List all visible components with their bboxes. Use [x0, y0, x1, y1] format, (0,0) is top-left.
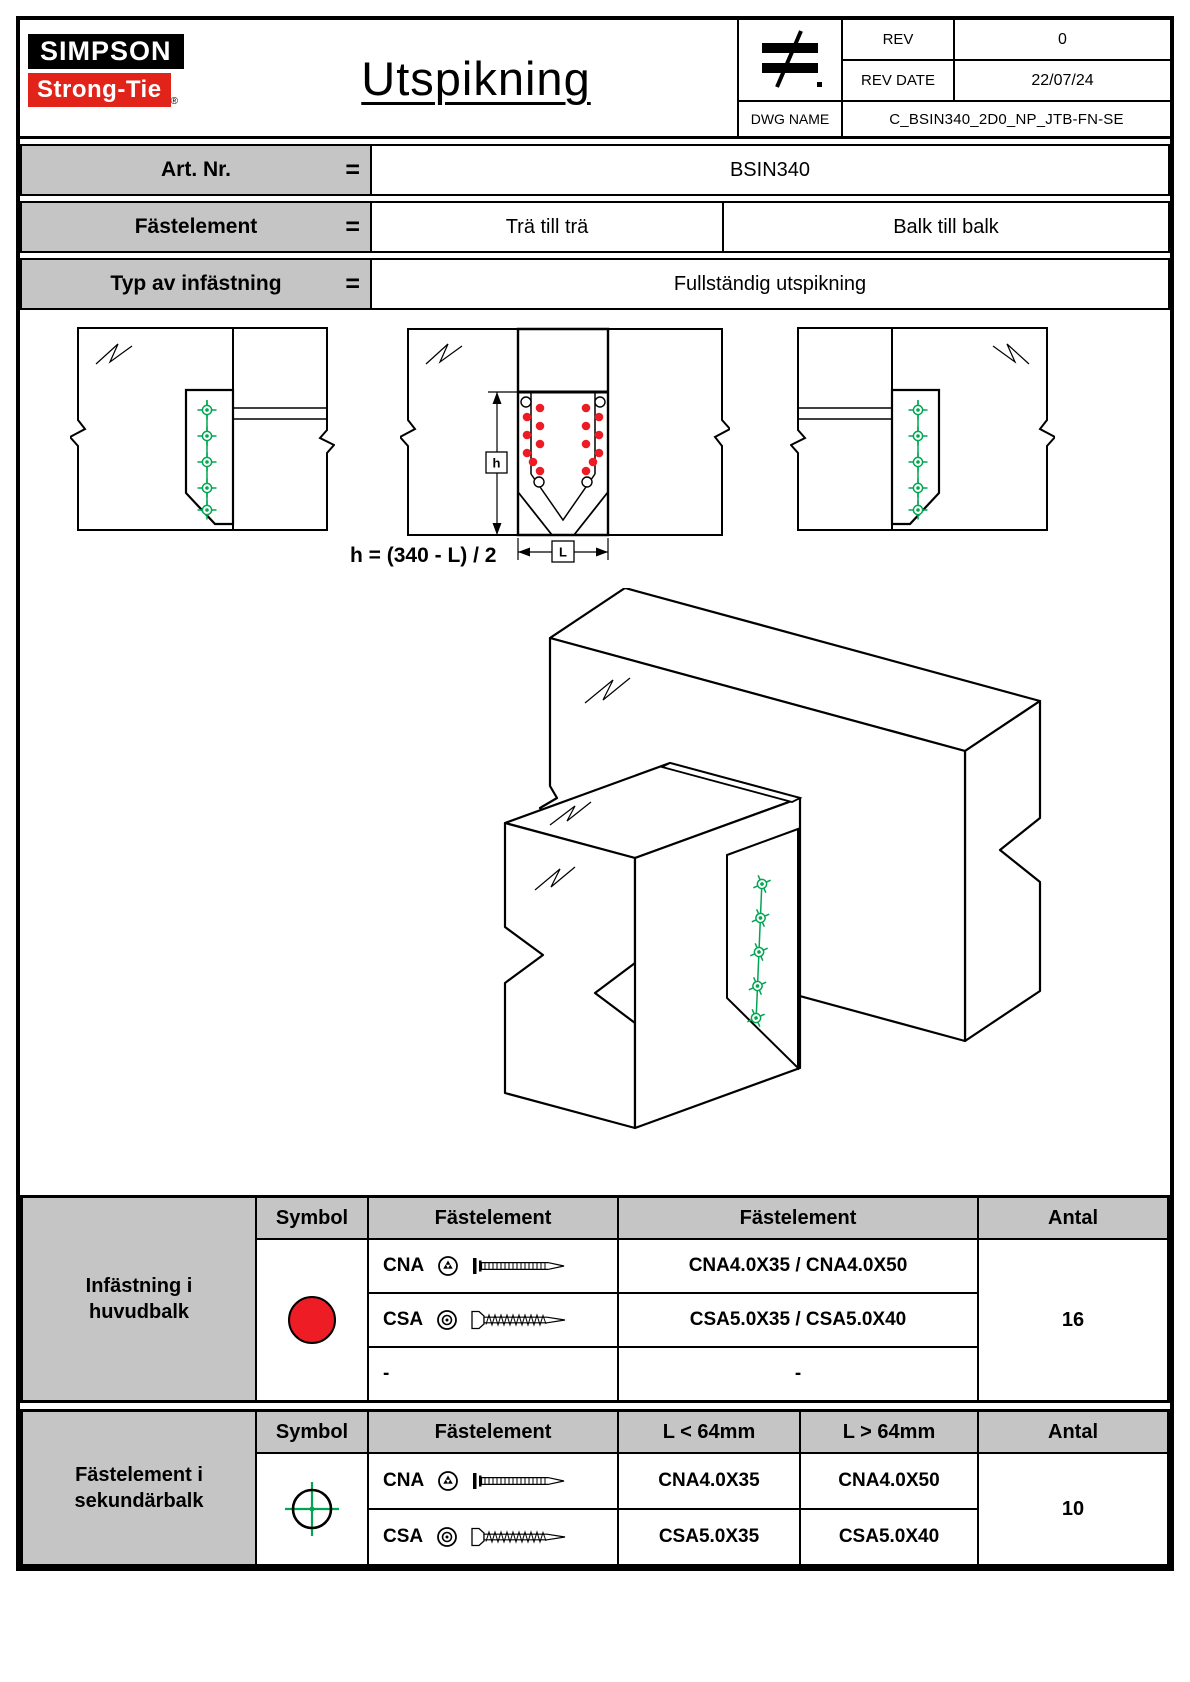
- fastener-cell-csa: CSA: [369, 1294, 617, 1346]
- fastener-label: Fästelement =: [22, 203, 372, 251]
- revision-block: REV 0 REV DATE 22/07/24 DWG NAME C_BSIN3…: [737, 20, 1170, 136]
- dwg-name-label: DWG NAME: [739, 102, 841, 136]
- col-header-fastener: Fästelement: [369, 1412, 617, 1452]
- csa-head-symbol-icon: [437, 1310, 458, 1330]
- title-cell: Utspikning: [215, 20, 737, 136]
- rev-date-value: 22/07/24: [955, 61, 1170, 100]
- fastener-value-cna: CNA4.0X35 / CNA4.0X50: [619, 1240, 977, 1292]
- main-beam-nail-symbol-icon: [288, 1296, 336, 1344]
- col-header-antal: Antal: [979, 1412, 1167, 1452]
- secondary-beam-table-label-text: Fästelement i sekundärbalk: [74, 1464, 204, 1512]
- secondary-beam-symbol-cell: [257, 1454, 367, 1564]
- type-label: Typ av infästning =: [22, 260, 372, 308]
- registered-mark: ®: [170, 96, 178, 107]
- dwg-name-value: C_BSIN340_2D0_NP_JTB-FN-SE: [843, 102, 1170, 136]
- cna-l-greater-value: CNA4.0X50: [801, 1454, 977, 1508]
- side-view-left-drawing: [70, 324, 335, 534]
- main-beam-table-label-text: Infästning i huvudbalk: [85, 1275, 193, 1323]
- logo-simpson: SIMPSON: [28, 34, 184, 69]
- logo-strongtie-row: Strong-Tie®: [28, 73, 215, 107]
- fastener-cell-empty: -: [369, 1348, 617, 1400]
- front-view-drawing: h L: [400, 327, 730, 563]
- fastener-value-right: Balk till balk: [722, 203, 1168, 251]
- col-header-symbol: Symbol: [257, 1412, 367, 1452]
- secondary-beam-antal-value: 10: [979, 1454, 1167, 1564]
- main-beam-nails: [522, 403, 604, 476]
- rev-label: REV: [843, 20, 953, 59]
- fastener-cell-csa: CSA: [369, 1510, 617, 1564]
- hanger-holes: [520, 396, 606, 488]
- title-block: SIMPSON Strong-Tie® Utspikning REV 0 REV…: [20, 20, 1170, 139]
- secondary-beam-table-label: Fästelement i sekundärbalk: [23, 1412, 255, 1564]
- fastener-code: -: [383, 1363, 390, 1384]
- type-row: Typ av infästning = Fullständig utspiknin…: [20, 258, 1170, 310]
- side-view-right-drawing: [790, 324, 1055, 534]
- csa-l-less-value: CSA5.0X35: [619, 1510, 799, 1564]
- type-label-text: Typ av infästning: [110, 272, 282, 295]
- projection-symbol-cell: [739, 20, 841, 100]
- csa-screw-drawing-icon: [471, 1310, 566, 1330]
- main-beam-table-label: Infästning i huvudbalk: [23, 1198, 255, 1400]
- col-header-antal: Antal: [979, 1198, 1167, 1238]
- drawing-canvas: h L h = (340 - L) / 2: [20, 310, 1170, 1195]
- fastener-code: CSA: [383, 1526, 424, 1547]
- type-value: Fullständig utspikning: [673, 272, 867, 295]
- art-nr-value: BSIN340: [729, 158, 811, 181]
- rev-date-label: REV DATE: [843, 61, 953, 100]
- equals-sign: =: [345, 212, 360, 241]
- fastener-label-text: Fästelement: [134, 215, 258, 238]
- cna-head-symbol-icon: [438, 1256, 459, 1276]
- main-beam-antal-value: 16: [979, 1240, 1167, 1400]
- cna-head-symbol-icon: [438, 1471, 459, 1491]
- art-nr-label-text: Art. Nr.: [160, 158, 231, 181]
- col-header-symbol: Symbol: [257, 1198, 367, 1238]
- dim-l-label: L: [559, 545, 567, 560]
- csa-l-greater-value: CSA5.0X40: [801, 1510, 977, 1564]
- art-nr-label: Art. Nr. =: [22, 146, 372, 194]
- col-header-l-greater: L > 64mm: [801, 1412, 977, 1452]
- fastener-cell-cna: CNA: [369, 1240, 617, 1292]
- cna-l-less-value: CNA4.0X35: [619, 1454, 799, 1508]
- fastener-row: Fästelement = Trä till trä Balk till balk: [20, 201, 1170, 253]
- col-header-l-less: L < 64mm: [619, 1412, 799, 1452]
- cna-nail-drawing-icon: [473, 1258, 565, 1274]
- main-beam-symbol-cell: [257, 1240, 367, 1400]
- fastener-code: CSA: [383, 1309, 424, 1330]
- simpson-strongtie-logo: SIMPSON Strong-Tie®: [20, 20, 215, 136]
- fastener-value-empty: -: [619, 1348, 977, 1400]
- equals-sign: =: [345, 155, 360, 184]
- isometric-3d-drawing: [503, 588, 1042, 1130]
- cna-nail-drawing-icon: [473, 1473, 565, 1489]
- dim-h-label: h: [493, 456, 501, 471]
- not-equal-projection-icon: [762, 30, 822, 88]
- sheet-frame: SIMPSON Strong-Tie® Utspikning REV 0 REV…: [16, 16, 1174, 1571]
- secondary-beam-nail-symbol-icon: [285, 1482, 339, 1536]
- art-nr-row: Art. Nr. = BSIN340: [20, 144, 1170, 196]
- csa-screw-drawing-icon: [471, 1527, 566, 1547]
- fastener-code: CNA: [383, 1255, 425, 1276]
- drawing-title: Utspikning: [361, 51, 591, 105]
- col-header-fastener2: Fästelement: [619, 1198, 977, 1238]
- main-beam-fastener-table: Infästning i huvudbalk Symbol Fästelemen…: [20, 1195, 1170, 1403]
- fastener-value-csa: CSA5.0X35 / CSA5.0X40: [619, 1294, 977, 1346]
- secondary-beam-fastener-table: Fästelement i sekundärbalk Symbol Fästel…: [20, 1409, 1170, 1567]
- rev-value: 0: [955, 20, 1170, 59]
- csa-head-symbol-icon: [437, 1527, 458, 1547]
- fastener-code: CNA: [383, 1470, 425, 1491]
- equals-sign: =: [345, 269, 360, 298]
- fastener-cell-cna: CNA: [369, 1454, 617, 1508]
- col-header-fastener: Fästelement: [369, 1198, 617, 1238]
- logo-strongtie: Strong-Tie: [28, 73, 171, 107]
- fastener-value-left: Trä till trä: [505, 215, 589, 238]
- h-formula: h = (340 - L) / 2: [350, 544, 497, 567]
